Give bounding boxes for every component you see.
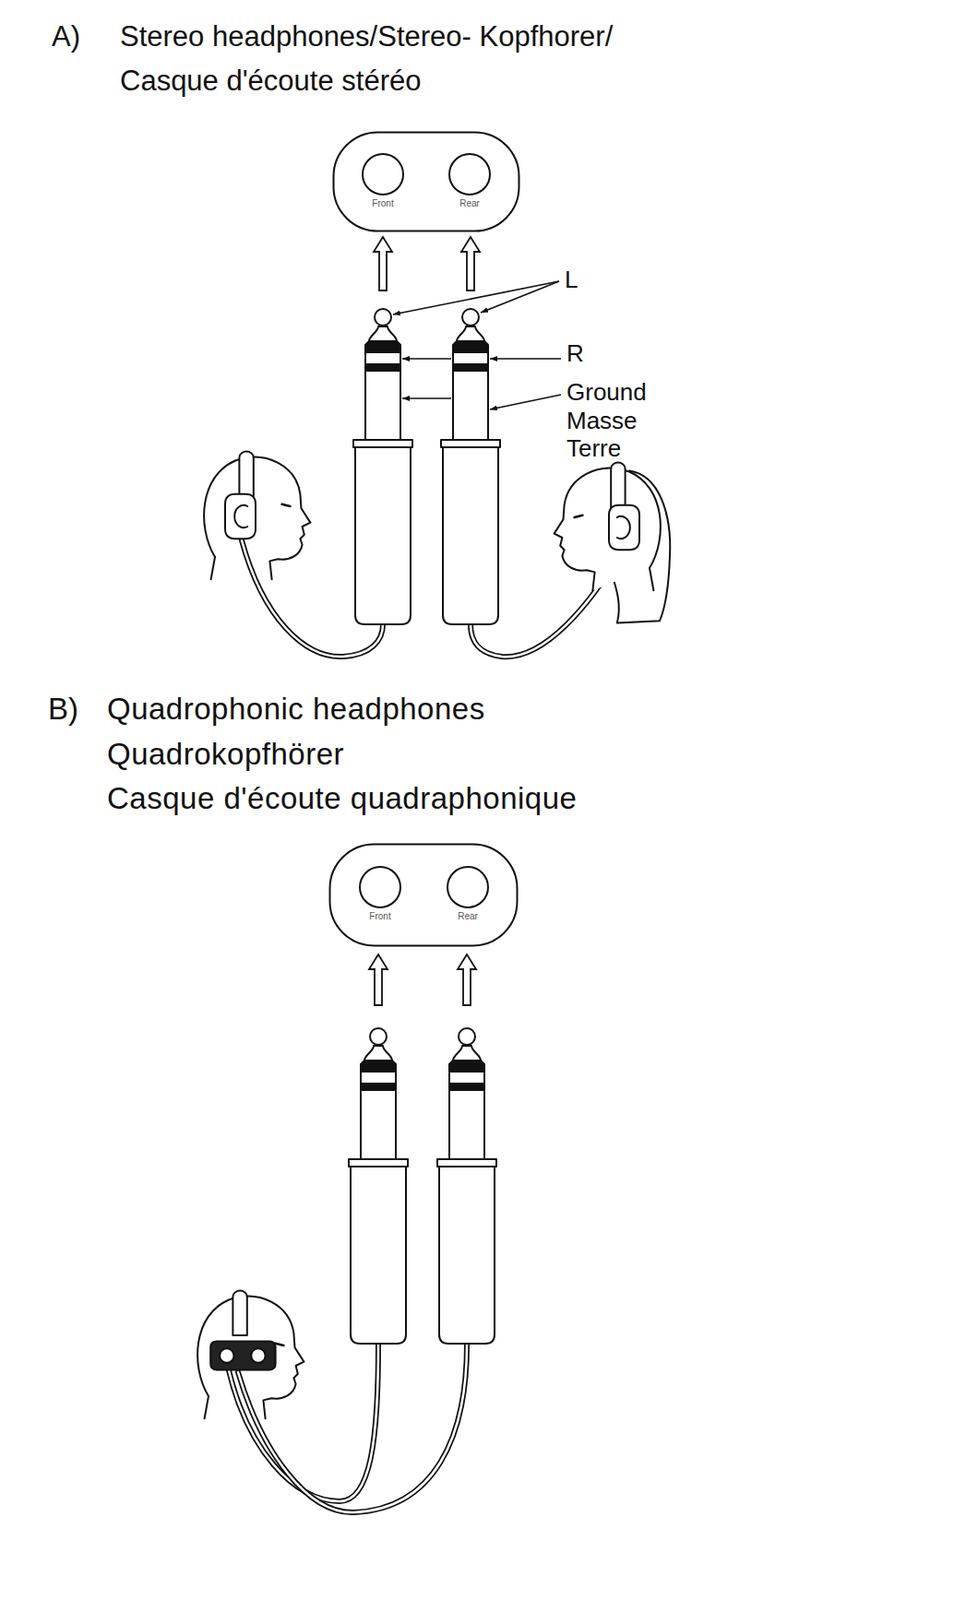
plug-insulator	[365, 341, 401, 353]
signal-name: Terre	[566, 435, 621, 464]
plug-ring	[453, 352, 489, 371]
section-heading: Quadrokopfhörer	[107, 737, 345, 773]
headphone-socket	[447, 867, 489, 908]
headphone-socket	[449, 154, 490, 195]
section-letter: A)	[51, 20, 81, 54]
socket-label: Front	[369, 911, 391, 922]
insert-arrow	[457, 954, 477, 1006]
headphone-socket	[359, 867, 401, 908]
head-profile	[554, 468, 661, 592]
neck-line	[649, 568, 654, 591]
socket-label: Front	[371, 198, 394, 209]
earcup-cushion	[617, 516, 631, 539]
socket-label: Rear	[459, 198, 480, 209]
plug-collar	[353, 440, 413, 448]
plug-sleeve	[449, 1090, 485, 1160]
plug-ring	[365, 352, 401, 371]
headband	[610, 463, 625, 508]
plug-tip-knob	[462, 309, 479, 326]
plug-body	[350, 1167, 406, 1345]
plug-tip-knob	[369, 1028, 387, 1046]
signal-name: L	[564, 266, 578, 295]
panel-border	[330, 845, 518, 947]
plug-tip	[364, 1046, 393, 1062]
headband	[238, 452, 253, 497]
signal-name: Masse	[566, 407, 638, 436]
leader-line	[393, 281, 560, 315]
leader-line	[489, 394, 561, 410]
signal-name: R	[566, 340, 585, 369]
plug-body	[439, 1167, 495, 1345]
plug-body	[442, 447, 499, 625]
panel-outline	[332, 131, 521, 233]
insert-arrow	[461, 237, 480, 291]
plug-tip-knob	[458, 1028, 476, 1046]
plug-insulator	[453, 364, 489, 371]
earcup	[225, 494, 256, 539]
neck-line	[204, 1396, 209, 1420]
plug-tip	[369, 326, 397, 342]
plug-collar	[437, 1159, 497, 1168]
plug-insulator	[449, 1061, 485, 1073]
earcup-driver	[219, 1348, 234, 1363]
plug-ring	[449, 1072, 485, 1091]
signal-name: Ground	[566, 379, 647, 407]
head-profile	[203, 457, 311, 581]
earcup-cushion	[234, 505, 248, 528]
jack-plug	[441, 309, 501, 625]
plug-insulator	[449, 1084, 485, 1091]
quad-earcup	[210, 1342, 275, 1372]
plug-insulator	[453, 341, 489, 353]
plug-collar	[348, 1159, 408, 1168]
leader-line	[402, 357, 452, 360]
panel-border	[333, 132, 520, 232]
eye	[574, 515, 584, 518]
leader-line	[480, 281, 560, 313]
neck-line	[211, 557, 215, 580]
section-heading: Casque d'écoute quadraphonique	[107, 781, 577, 817]
panel-outline	[328, 843, 519, 948]
plug-insulator	[360, 1084, 396, 1091]
plug-tip	[453, 1046, 481, 1062]
plug-insulator	[365, 364, 401, 371]
section-letter: B)	[47, 691, 79, 728]
section-heading: Quadrophonic headphones	[107, 691, 486, 728]
plug-sleeve	[360, 1090, 396, 1160]
eye	[275, 1344, 285, 1347]
plug-tip-knob	[374, 309, 392, 326]
earcup	[608, 505, 640, 550]
jack-plug	[437, 1028, 497, 1345]
plug-tip	[456, 326, 485, 342]
headphone-socket	[362, 154, 404, 195]
head-profile	[197, 1297, 304, 1420]
jack-panel: Front Rear	[328, 843, 519, 948]
socket-label: Rear	[457, 911, 478, 922]
plug-sleeve	[365, 370, 401, 441]
jack-plug	[348, 1028, 408, 1345]
earcup-driver	[250, 1348, 265, 1363]
eye	[282, 504, 291, 507]
listener-head	[197, 1291, 304, 1420]
listener-head	[554, 463, 671, 624]
leader-line	[402, 397, 452, 400]
plug-insulator	[360, 1061, 396, 1073]
jack-plug	[353, 309, 413, 625]
plug-body	[355, 447, 411, 625]
insert-arrow	[373, 237, 393, 291]
section-heading: Stereo headphones/Stereo- Kopfhorer/	[119, 20, 613, 54]
plug-sleeve	[453, 370, 489, 441]
insert-arrow	[369, 954, 388, 1006]
plug-collar	[441, 440, 501, 448]
headband	[232, 1291, 247, 1336]
section-heading: Casque d'écoute stéréo	[119, 64, 421, 98]
listener-head	[203, 452, 311, 581]
plug-ring	[360, 1072, 396, 1091]
leader-line	[489, 357, 561, 360]
jack-panel: Front Rear	[332, 131, 521, 233]
